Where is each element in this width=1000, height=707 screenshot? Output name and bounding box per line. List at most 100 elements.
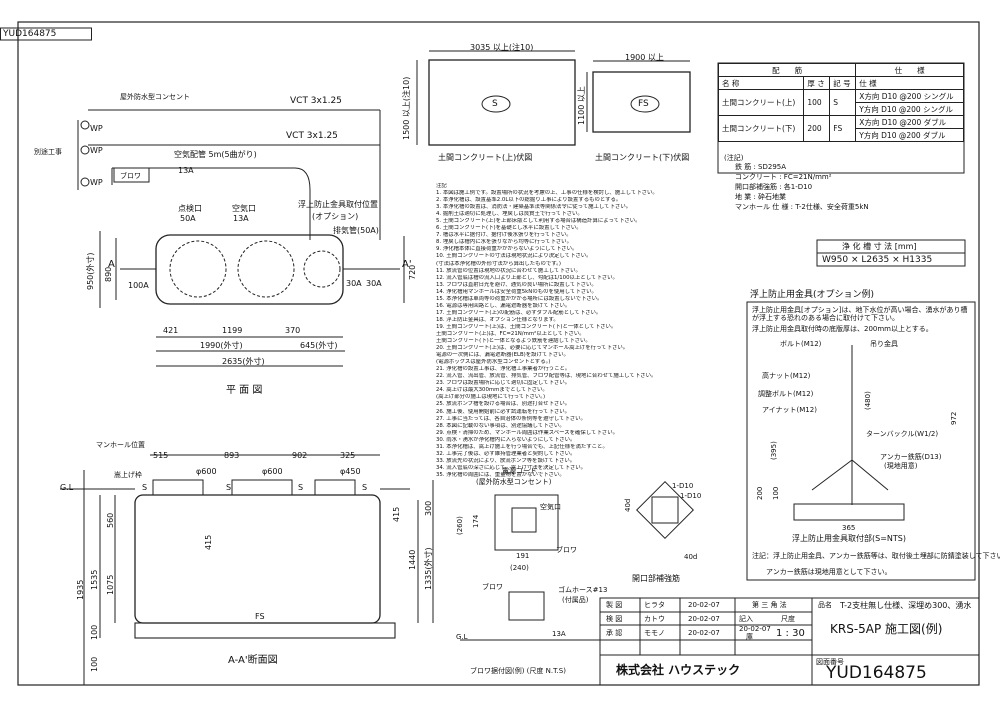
note-line: 28. 本図に記載のない事項は、別途協議して下さい。 [436,422,565,429]
manhole-position-label: マンホール位置 [96,441,145,449]
dim-40d-b: 40d [684,553,698,561]
tank-size-value: W950 × L2635 × H1335 [822,255,933,265]
dim-100-b: 100 [90,656,99,672]
note-line: 34. 流入管底の深さに応じて、嵩上げ寸法を決定して下さい。 [436,464,587,471]
table-title-left: 配 筋 [717,63,857,77]
note-line: 32. 工事完了後は、必ず維持管理業者と契約して下さい。 [436,450,576,457]
entry-label: 記入 [739,615,753,623]
hose-label: ゴムホース#13 [558,586,608,594]
date-approve: 20-02-07 [688,629,720,637]
dim-1199: 1199 [222,326,243,335]
blower-label: ブロワ [120,172,141,180]
air-port-label: 空気口 [232,204,256,213]
phi450: φ450 [340,467,361,476]
dim-top-515: 515 [153,451,169,460]
note-line: 25. 放流ポンプ槽を設ける場合は、別途打合せ下さい。 [436,401,571,408]
dim-2635: 2635(外寸) [222,357,265,366]
float-detail-desc-2: 浮上防止用金具取付時の底版厚は、200mm以上とする。 [752,325,933,333]
breaker-label: 別途工事 [34,148,62,156]
anchor-sub-label: (現地用意) [884,462,918,470]
option-label: (オプション) [312,212,359,221]
slab-upper-title: 土間コンクリート(上)伏図 [438,153,533,162]
dim-top-902: 902 [292,451,308,460]
note-line: 15. 本浄化槽は車両等の荷重がかかる場所には設置しないで下さい。 [436,295,603,302]
name-check: カトウ [644,615,665,623]
spec-note-line: マンホール 仕 様 : T-2仕様、安全荷重5kN [735,203,869,211]
dim-890: 890 [104,266,113,282]
entry-sub: 庫 [746,633,753,641]
date-draft: 20-02-07 [688,601,720,609]
outlet-size-label: 30A [346,279,362,288]
wp-label-2: WP [90,146,103,155]
dim-174: 174 [472,514,480,528]
section-a2-marker: A' [402,259,412,270]
nut-label: 高ナット(M12) [762,372,811,380]
phi600-a: φ600 [196,467,217,476]
dim-240: (240) [510,564,529,572]
dim-260: (260) [456,516,464,535]
name-draft: ヒラタ [644,601,665,609]
scale-label: 尺度 [781,615,795,623]
s-mark: S [142,483,148,492]
opening-bar-2: 1-D10 [680,492,702,500]
dim-top-893: 893 [224,451,240,460]
s-mark: S [362,483,368,492]
dim-421: 421 [163,326,179,335]
product-desc: T-2支柱無し仕様、深埋め300、湧水 [840,601,972,610]
float-note-2: アンカー鉄筋は現地用意として下さい。 [766,568,892,576]
note-line: 19. 土間コンクリート(上)は、土間コンクリート(下)と一体として下さい。 [436,323,617,330]
note-line: 7. 槽は水平に据付け、据付け後水張りを行って下さい。 [436,232,572,239]
outlet-detail-label: (屋外防水型コンセント) [476,478,552,486]
turnbuckle-label: ターンバックル(W1/2) [866,430,939,438]
note-line: 2. 本浄化槽は、設置基準2.0L以下の総掘り工事により設置するものとする。 [436,197,622,204]
eye-nut-label: アイナット(M12) [762,406,817,414]
spec-note-line: コンクリート : FC=21N/mm² [735,173,832,181]
note-line: 11. 放流管の位置は現地の状況に合わせて施工して下さい。 [436,267,581,274]
note-line: 27. 工事に当たっては、各自治体の条例等を遵守して下さい。 [436,415,586,422]
hose-sub-label: (付属品) [562,596,589,604]
dim-1075: 1075 [106,574,115,595]
note-line: 14. 浄化槽用マンホールは安全荷重5kNのものを使用して下さい。 [436,288,597,295]
role-draft: 製 図 [606,601,623,609]
note-line: 22. 流入管、流出管、放流管、排気管、ブロワ配管等は、現地に合わせて施工して下… [436,373,657,380]
table-title-right: 仕 様 [855,63,964,77]
slab-lower-mark: FS [638,99,649,109]
blower-gl-label: G.L [456,633,468,641]
vent-pipe-label: 排気管(50A) [333,226,379,235]
power-cord-label: 電源コード [502,467,537,475]
phi600-b: φ600 [262,467,283,476]
float-fitting-label: 浮上防止金具取付位置 [298,200,378,209]
note-line: 電源の一次側には、漏電遮断器(ELB)を設けて下さい。 [436,352,569,359]
spec-notes-head: (注記) [724,154,744,162]
slab-lower-height: 1100 以上 [577,86,586,125]
note-line: 23. ブロワは設置場所に応じて適切に固定して下さい。 [436,380,571,387]
doc-number-rotated: YUD164875 [3,29,57,39]
air-port-size-label: 13A [233,214,249,223]
note-line: 24. 嵩上げは最大300mmまでとして下さい。 [436,387,548,394]
note-line: 10. 土間コンクリートの寸法は現地状況により決定して下さい。 [436,253,592,260]
bolt-label: ボルト(M12) [780,340,822,348]
spec-note-line: 鉄 筋 : SD295A [735,163,787,171]
dim-100: 100 [772,486,780,500]
table-row: Y方向 D10 @200 ダブル [719,128,964,142]
note-line: 5. 土間コンクリート(上)を上部床版として利用する場合は構造計算によって下さい… [436,218,641,225]
opening-detail-title: 開口部補強筋 [632,574,680,583]
note-line: 9. 浄化槽本体に直接荷重がかからないようにして下さい。 [436,246,578,253]
note-line: (嵩上げ部分の施工は現地にて行って下さい。) [436,394,546,401]
role-approve: 承 認 [606,629,623,637]
dim-950: 950(外寸) [86,252,95,290]
note-line: 20. 土間コンクリート(上)は、必要に応じてマンホール嵩上げを行って下さい。 [436,345,629,352]
dim-1440: 1440 [408,549,417,570]
note-line: 13. ブロワは直射日光を避け、通気の良い場所に設置して下さい。 [436,281,597,288]
slab-upper-width: 3035 以上(注10) [470,43,534,52]
dim-720: 720 [408,264,417,280]
note-line: 17. 土間コンクリート(上)の配筋は、必ずダブル配筋として下さい。 [436,309,602,316]
table-header: 厚 さ [803,76,831,90]
float-detail-title: 浮上防止用金具(オプション例) [750,290,875,300]
table-header: 名 称 [717,76,805,90]
slab-lower-width: 1900 以上 [625,53,664,62]
note-line: 31. 本浄化槽は、嵩上げ施工を行う場合でも、上記仕様を満たすこと。 [436,443,608,450]
